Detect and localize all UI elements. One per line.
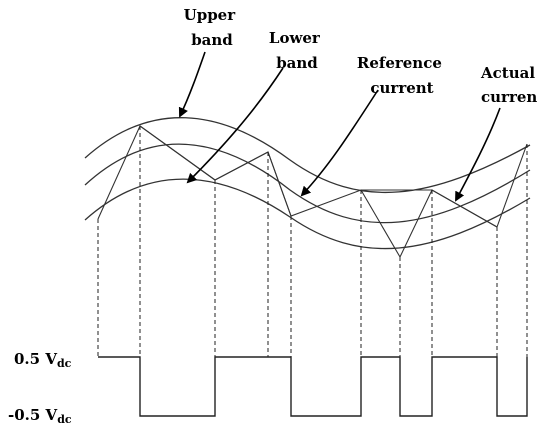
upper-band-label-line1: Upper bbox=[184, 6, 237, 24]
lower-band-label: Lower band bbox=[269, 29, 325, 72]
negative-level-label: -0.5 Vdc bbox=[8, 406, 72, 426]
lower-band-label-line1: Lower bbox=[269, 29, 321, 47]
actual-current-label-line2: curren bbox=[481, 88, 537, 106]
actual-current-arrow bbox=[455, 107, 501, 202]
actual-current-label: Actual curren bbox=[480, 64, 540, 106]
positive-level-main: 0.5 V bbox=[14, 350, 57, 368]
reference-current-label-line2: current bbox=[370, 79, 433, 97]
reference-current-arrow bbox=[300, 89, 379, 197]
positive-level-sub: dc bbox=[57, 357, 72, 370]
lower-band-label-line2: band bbox=[276, 54, 318, 72]
reference-current-curve bbox=[84, 143, 531, 224]
positive-level-label: 0.5 Vdc bbox=[14, 350, 72, 370]
reference-current-label-line1: Reference bbox=[357, 54, 442, 72]
pwm-output-waveform bbox=[98, 356, 528, 417]
upper-band-curve bbox=[84, 117, 531, 193]
reference-current-label: Reference current bbox=[357, 54, 447, 97]
actual-current-crossings-a bbox=[139, 125, 216, 181]
upper-band-label-line2: band bbox=[191, 31, 233, 49]
upper-band-label: Upper band bbox=[184, 6, 241, 49]
actual-current-crossings-b bbox=[214, 151, 292, 217]
negative-level-main: -0.5 V bbox=[8, 406, 58, 424]
actual-current-label-line1: Actual bbox=[480, 64, 535, 82]
lower-band-arrow bbox=[186, 67, 284, 184]
switching-instants bbox=[97, 126, 528, 357]
negative-level-sub: dc bbox=[57, 413, 72, 426]
upper-band-arrow bbox=[178, 51, 206, 118]
lower-band-curve bbox=[84, 178, 531, 250]
